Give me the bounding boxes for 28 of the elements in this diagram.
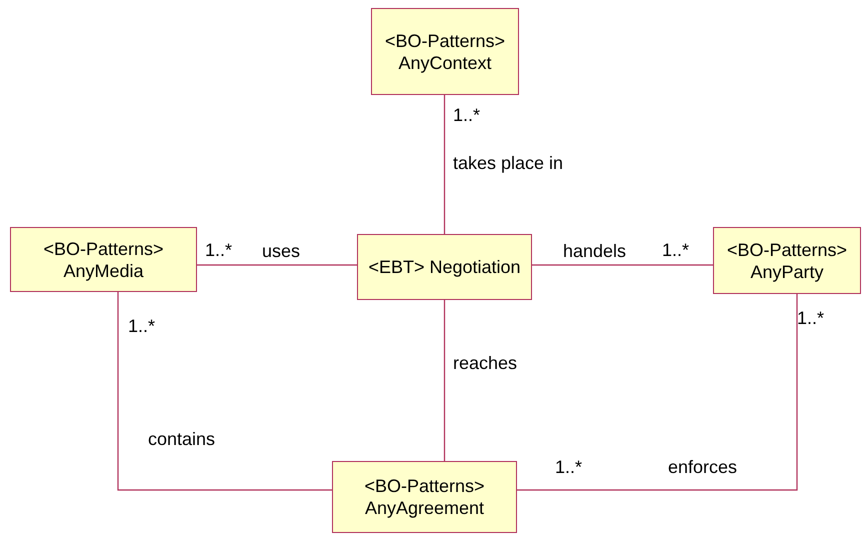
class-name: <EBT> Negotiation [368,256,521,278]
class-box [10,227,197,292]
edge-label: takes place in [453,152,564,174]
edge-label: reaches [453,352,518,374]
class-box [357,234,532,300]
class-name: <BO-Patterns> AnyMedia [42,238,165,282]
association-line [444,95,446,234]
multiplicity-label: 1..* [797,307,824,329]
multiplicity-label: 1..* [453,104,480,126]
class-name: <BO-Patterns> AnyContext [384,30,506,74]
multiplicity-label: 1..* [205,239,232,261]
class-box [332,461,517,533]
association-line [517,294,798,491]
multiplicity-label: 1..* [128,315,156,337]
association-line [532,264,713,266]
association-line [444,300,446,461]
edge-label: enforces [668,456,738,478]
class-box [713,227,861,294]
edge-label: contains [148,428,216,450]
class-box [371,8,519,95]
class-name: <BO-Patterns> AnyAgreement [363,475,486,519]
class-name: <BO-Patterns> AnyParty [726,238,848,282]
association-line [197,264,357,266]
association-line [117,292,332,491]
edge-label: handels [563,240,626,262]
multiplicity-label: 1..* [555,456,582,478]
edge-label: uses [262,240,300,262]
multiplicity-label: 1..* [662,239,690,261]
